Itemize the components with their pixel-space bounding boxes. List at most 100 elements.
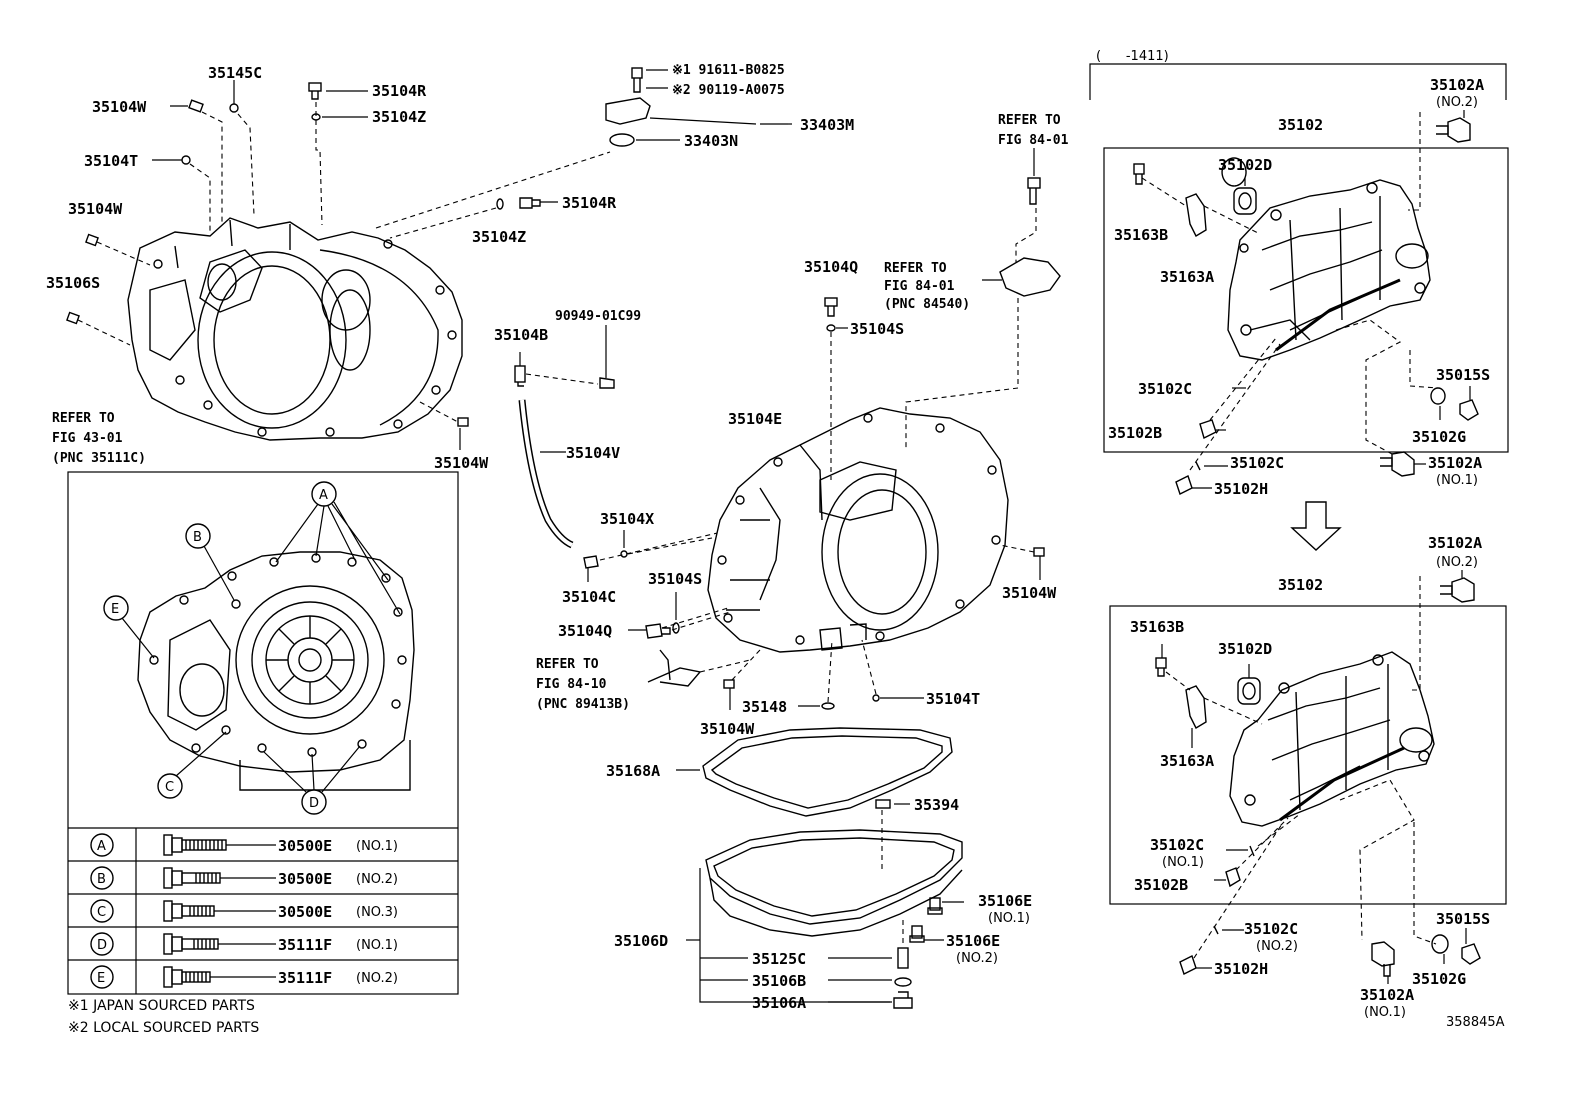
qualifier-no1: (NO.1) — [356, 938, 398, 953]
label-35163A: 35163A — [1160, 268, 1214, 286]
footnote-japan: ※1 JAPAN SOURCED PARTS — [68, 998, 255, 1014]
label-35111F: 35111F — [278, 969, 332, 987]
qualifier-no1: (NO.1) — [1162, 855, 1204, 870]
label-35102B: 35102B — [1108, 424, 1162, 442]
label-35102C: 35102C — [1244, 920, 1298, 938]
table-key-d: D — [97, 938, 107, 953]
label-35104X: 35104X — [600, 510, 654, 528]
label-35102D: 35102D — [1218, 640, 1272, 658]
label-35102C: 35102C — [1230, 454, 1284, 472]
label-35125C: 35125C — [752, 950, 806, 968]
label-35104S: 35104S — [850, 320, 904, 338]
label-35106D: 35106D — [614, 932, 668, 950]
label-35104Z: 35104Z — [372, 108, 426, 126]
bolt-icon-a — [163, 834, 276, 856]
label-35104T: 35104T — [926, 690, 980, 708]
qualifier-no1: (NO.1) — [1364, 1005, 1406, 1020]
qualifier-no2: (NO.2) — [1256, 939, 1298, 954]
callout-a: A — [319, 488, 328, 503]
label-35145C: 35145C — [208, 64, 262, 82]
diagram-code: 358845A — [1446, 1015, 1505, 1030]
bolt-table — [68, 827, 458, 994]
label-35104Q: 35104Q — [804, 258, 858, 276]
ref-line: REFER TO — [536, 657, 599, 672]
lower-extension-box — [1109, 605, 1507, 905]
label-35102C: 35102C — [1138, 380, 1192, 398]
inset-callouts — [103, 481, 401, 815]
qualifier-no3: (NO.3) — [356, 905, 398, 920]
ref-line: (PNC 89413B) — [536, 697, 630, 712]
label-35102A: 35102A — [1360, 986, 1414, 1004]
ref-line: REFER TO — [52, 411, 115, 426]
label-90949-01C99: 90949-01C99 — [555, 309, 641, 324]
qualifier-labels: (NO.2) (NO.1) (NO.2) (NO.1) (NO.2) (NO.1… — [356, 95, 1478, 1020]
callout-letters: A B C D E A B C D E — [97, 488, 328, 986]
ref-line: (PNC 84540) — [884, 297, 970, 312]
footnote-local: ※2 LOCAL SOURCED PARTS — [68, 1020, 259, 1036]
oil-pan — [676, 727, 964, 1009]
ref-line: FIG 84-01 — [884, 279, 955, 294]
bolt-icon-c — [163, 900, 276, 922]
label-35015S: 35015S — [1436, 366, 1490, 384]
converter-housing — [127, 217, 463, 441]
qualifier-no2: (NO.2) — [356, 872, 398, 887]
label-35104W: 35104W — [92, 98, 147, 116]
qualifier-no1: (NO.1) — [988, 911, 1030, 926]
label-35104V: 35104V — [566, 444, 620, 462]
label-35104S: 35104S — [648, 570, 702, 588]
table-key-c: C — [97, 905, 106, 920]
label-35163B: 35163B — [1130, 618, 1184, 636]
label-35015S: 35015S — [1436, 910, 1490, 928]
label-91611-B0825: ※1 91611-B0825 — [672, 63, 785, 78]
label-35104C: 35104C — [562, 588, 616, 606]
label-35104W: 35104W — [68, 200, 123, 218]
part-labels: 35145C 35104W 35104T 35104W 35106S 35104… — [46, 63, 1505, 1030]
label-35102D: 35102D — [1218, 156, 1272, 174]
label-30500E: 30500E — [278, 837, 332, 855]
bolt-icon-b — [163, 867, 276, 889]
bolt-icon-e — [163, 966, 276, 988]
label-30500E: 30500E — [278, 870, 332, 888]
qualifier-no2: (NO.2) — [356, 971, 398, 986]
transaxle-case — [707, 407, 1009, 653]
label-30500E: 30500E — [278, 903, 332, 921]
table-key-e: E — [97, 971, 105, 986]
reference-notes: REFER TO FIG 43-01 (PNC 35111C) REFER TO… — [52, 49, 1169, 712]
down-arrow — [1290, 501, 1342, 551]
label-35102B: 35102B — [1134, 876, 1188, 894]
label-35106E: 35106E — [946, 932, 1000, 950]
table-key-b: B — [97, 872, 106, 887]
label-35104Z: 35104Z — [472, 228, 526, 246]
callout-e: E — [111, 602, 119, 617]
label-90119-A0075: ※2 90119-A0075 — [672, 83, 785, 98]
label-35106S: 35106S — [46, 274, 100, 292]
label-35102: 35102 — [1278, 576, 1323, 594]
footnotes: ※1 JAPAN SOURCED PARTS ※2 LOCAL SOURCED … — [68, 998, 259, 1036]
label-35106B: 35106B — [752, 972, 806, 990]
date-range: ( -1411) — [1096, 49, 1169, 64]
qualifier-no1: (NO.1) — [356, 839, 398, 854]
callout-b: B — [193, 530, 202, 545]
label-35106A: 35106A — [752, 994, 806, 1012]
callout-c: C — [165, 780, 174, 795]
qualifier-no1: (NO.1) — [1436, 473, 1478, 488]
callout-d: D — [309, 796, 319, 811]
label-35163B: 35163B — [1114, 226, 1168, 244]
inset-transaxle — [137, 551, 415, 791]
speed-sensor — [605, 67, 792, 147]
label-35104W: 35104W — [434, 454, 489, 472]
label-35102: 35102 — [1278, 116, 1323, 134]
lower-extension-housing — [1155, 570, 1481, 984]
qualifier-no2: (NO.2) — [1436, 95, 1478, 110]
label-35111F: 35111F — [278, 936, 332, 954]
ref-line: FIG 84-01 — [998, 133, 1069, 148]
table-key-a: A — [97, 839, 106, 854]
label-35104W: 35104W — [1002, 584, 1057, 602]
qualifier-no2: (NO.2) — [956, 951, 998, 966]
housing-small-parts — [66, 80, 611, 450]
ref-line: FIG 84-10 — [536, 677, 607, 692]
label-35148: 35148 — [742, 698, 787, 716]
date-bracket — [1089, 63, 1507, 100]
label-35104B: 35104B — [494, 326, 548, 344]
